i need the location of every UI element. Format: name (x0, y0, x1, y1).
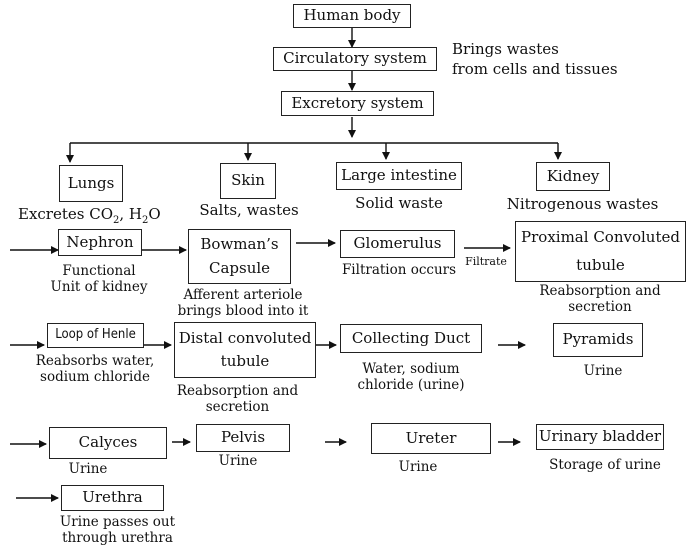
pyramids-caption: Urine (583, 363, 623, 379)
nephron-caption-line-1: Functional (62, 263, 136, 279)
bowmans-capsule-line-2: Capsule (208, 258, 271, 277)
bowmans-caption-line-2: brings blood into it (177, 302, 309, 319)
lungs-caption: Excretes CO2, H2O (18, 205, 161, 226)
filtrate-label: Filtrate (465, 255, 507, 268)
dct-caption-line-1: Reabsorption and (176, 383, 299, 399)
skin-box: Skin (220, 163, 276, 199)
nephron-box: Nephron (58, 229, 142, 256)
urethra-caption-line-2: through urethra (62, 529, 173, 546)
pct-line-2: tubule (576, 255, 625, 274)
proximal-convoluted-tubule-box: Proximal Convoluted tubule (515, 221, 686, 282)
ureter-box: Ureter (371, 423, 491, 454)
urinary-bladder-box: Urinary bladder (536, 424, 664, 450)
urinary-bladder-caption: Storage of urine (549, 457, 661, 473)
collecting-duct-caption: Water, sodium chloride (urine) (340, 361, 482, 393)
dct-line-2: tubule (220, 352, 270, 370)
nephron-caption-line-2: Unit of kidney (50, 278, 148, 295)
large-intestine-box: Large intestine (336, 162, 462, 190)
loop-of-henle-box: Loop of Henle (47, 323, 144, 348)
urethra-caption-line-1: Urine passes out (59, 514, 176, 530)
loop-caption-line-1: Reabsorbs water, (35, 353, 155, 369)
pct-caption-line-2: secretion (568, 298, 632, 315)
bowmans-capsule-line-1: Bowman’s (200, 235, 279, 254)
glomerulus-caption: Filtration occurs (341, 262, 457, 278)
dct-line-1: Distal convoluted (178, 328, 312, 347)
large-intestine-caption: Solid waste (355, 194, 443, 212)
kidney-box: Kidney (536, 162, 610, 191)
excretory-system-box: Excretory system (281, 91, 434, 116)
dct-caption: Reabsorption and secretion (170, 383, 305, 415)
bowmans-capsule-box: Bowman’s Capsule (188, 229, 291, 284)
bowmans-capsule-caption: Afferent arteriole brings blood into it (168, 287, 318, 319)
urethra-caption: Urine passes out through urethra (50, 514, 185, 546)
lungs-box: Lungs (59, 165, 123, 202)
circulatory-note: Brings wastes from cells and tissues (452, 40, 618, 79)
bowmans-caption-line-1: Afferent arteriole (183, 287, 303, 303)
pct-caption-line-1: Reabsorption and (539, 283, 661, 299)
pct-caption: Reabsorption and secretion (530, 283, 670, 315)
pelvis-box: Pelvis (196, 424, 290, 452)
pct-line-1: Proximal Convoluted (521, 228, 680, 247)
circulatory-note-line-2: from cells and tissues (452, 59, 618, 78)
kidney-caption: Nitrogenous wastes (506, 195, 659, 213)
collecting-caption-line-2: chloride (urine) (357, 376, 465, 393)
collecting-duct-box: Collecting Duct (340, 324, 482, 353)
dct-caption-line-2: secretion (205, 398, 270, 415)
nephron-caption: Functional Unit of kidney (34, 263, 164, 295)
calyces-box: Calyces (49, 427, 167, 459)
human-body-box: Human body (293, 4, 411, 28)
loop-of-henle-caption: Reabsorbs water, sodium chloride (26, 353, 164, 385)
circulatory-note-line-1: Brings wastes (452, 40, 559, 58)
distal-convoluted-tubule-box: Distal convoluted tubule (174, 322, 316, 378)
pelvis-caption: Urine (218, 453, 258, 469)
skin-caption: Salts, wastes (199, 201, 299, 219)
circulatory-system-box: Circulatory system (273, 47, 437, 71)
loop-caption-line-2: sodium chloride (40, 368, 150, 385)
collecting-caption-line-1: Water, sodium (362, 361, 460, 377)
glomerulus-box: Glomerulus (340, 230, 455, 258)
pyramids-box: Pyramids (553, 323, 643, 357)
calyces-caption: Urine (68, 461, 108, 477)
urethra-box: Urethra (61, 485, 164, 511)
ureter-caption: Urine (398, 459, 438, 475)
